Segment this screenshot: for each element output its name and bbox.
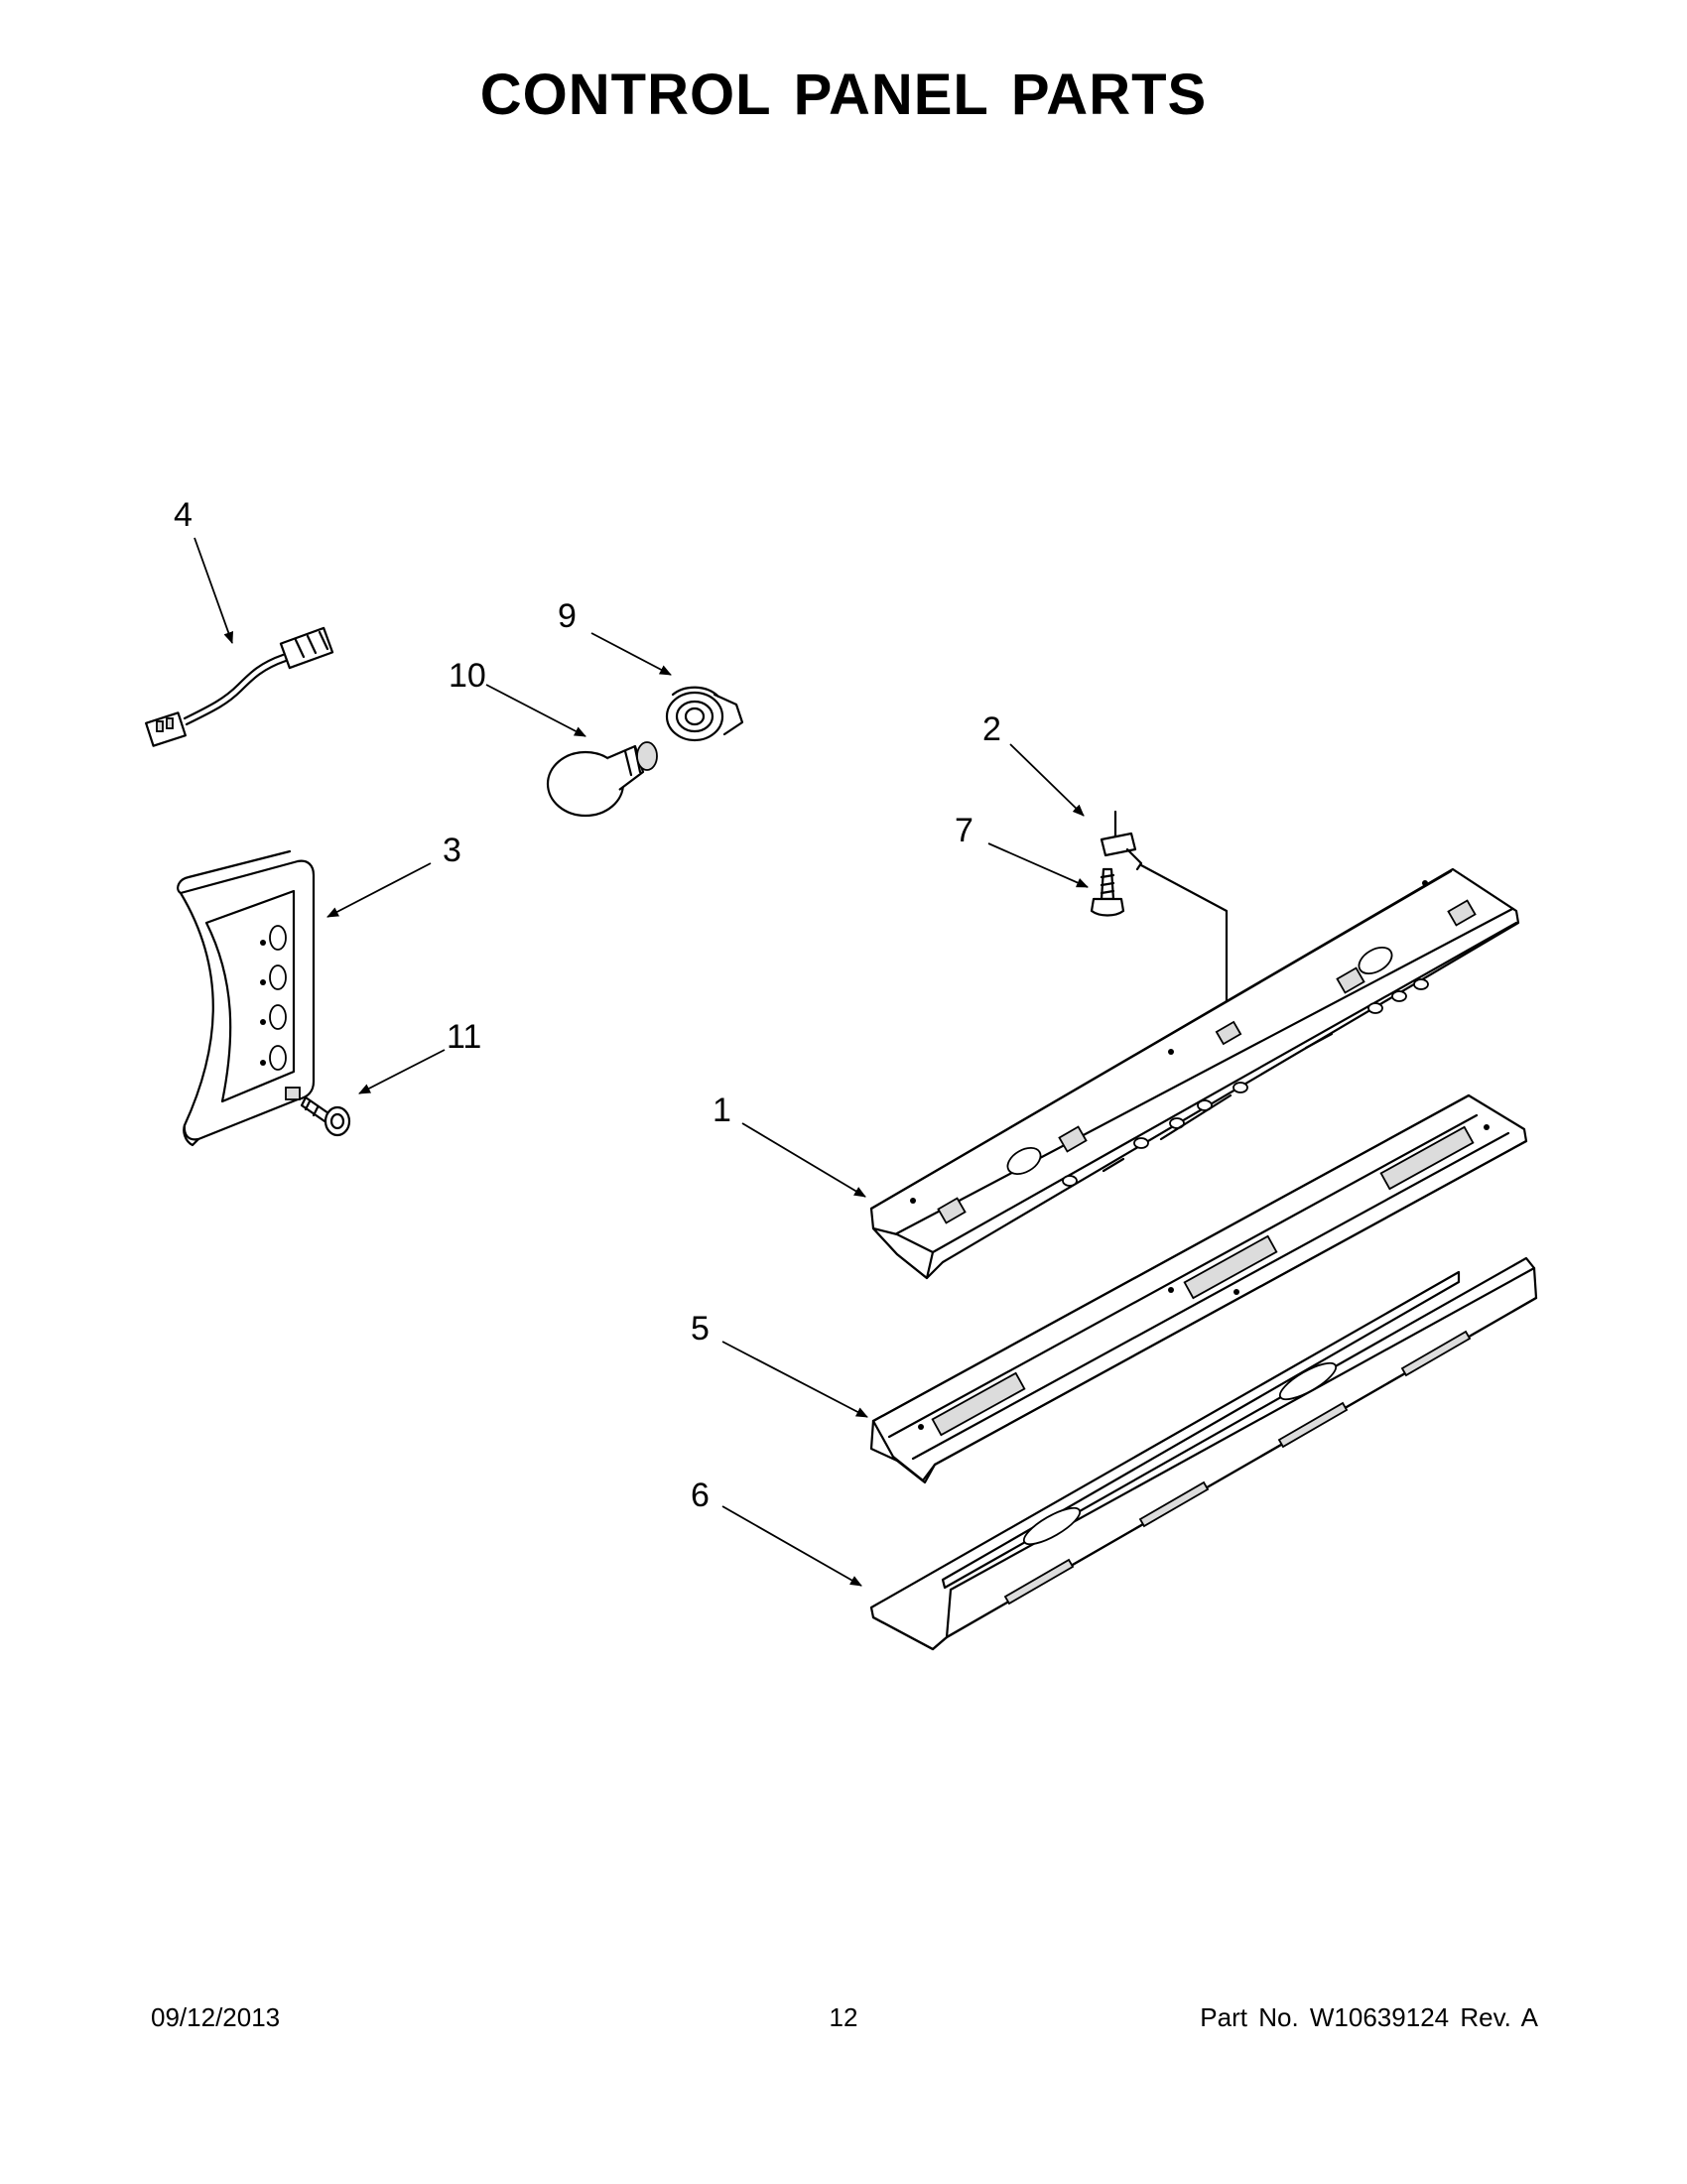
- callout-11: 11: [447, 1018, 481, 1056]
- footer-page-number: 12: [829, 2002, 858, 2032]
- callout-10: 10: [449, 657, 486, 695]
- callout-2: 2: [982, 710, 1001, 748]
- part-screw-7: [1090, 867, 1125, 917]
- part-lower-trim-channel: [869, 1256, 1538, 1651]
- callout-arrows: [194, 537, 1089, 1587]
- callout-6: 6: [691, 1477, 710, 1514]
- callout-5: 5: [691, 1310, 710, 1348]
- footer-date: 09/12/2013: [151, 2002, 281, 2032]
- part-light-bulb: [546, 741, 658, 818]
- part-wire-harness: [145, 626, 334, 747]
- part-screw-11: [300, 1095, 351, 1137]
- callout-4: 4: [174, 496, 193, 534]
- callout-7: 7: [955, 812, 973, 849]
- part-bulb-socket: [665, 686, 744, 742]
- callout-1: 1: [713, 1092, 731, 1129]
- page-title: CONTROL PANEL PARTS: [479, 63, 1208, 127]
- part-control-panel-bracket: [869, 867, 1520, 1280]
- callout-9: 9: [558, 597, 577, 635]
- footer-part-number: Part No. W10639124 Rev. A: [1200, 2002, 1538, 2032]
- part-control-face-panel: [177, 849, 316, 1147]
- callout-3: 3: [443, 832, 461, 869]
- part-mounting-channel: [869, 1093, 1528, 1484]
